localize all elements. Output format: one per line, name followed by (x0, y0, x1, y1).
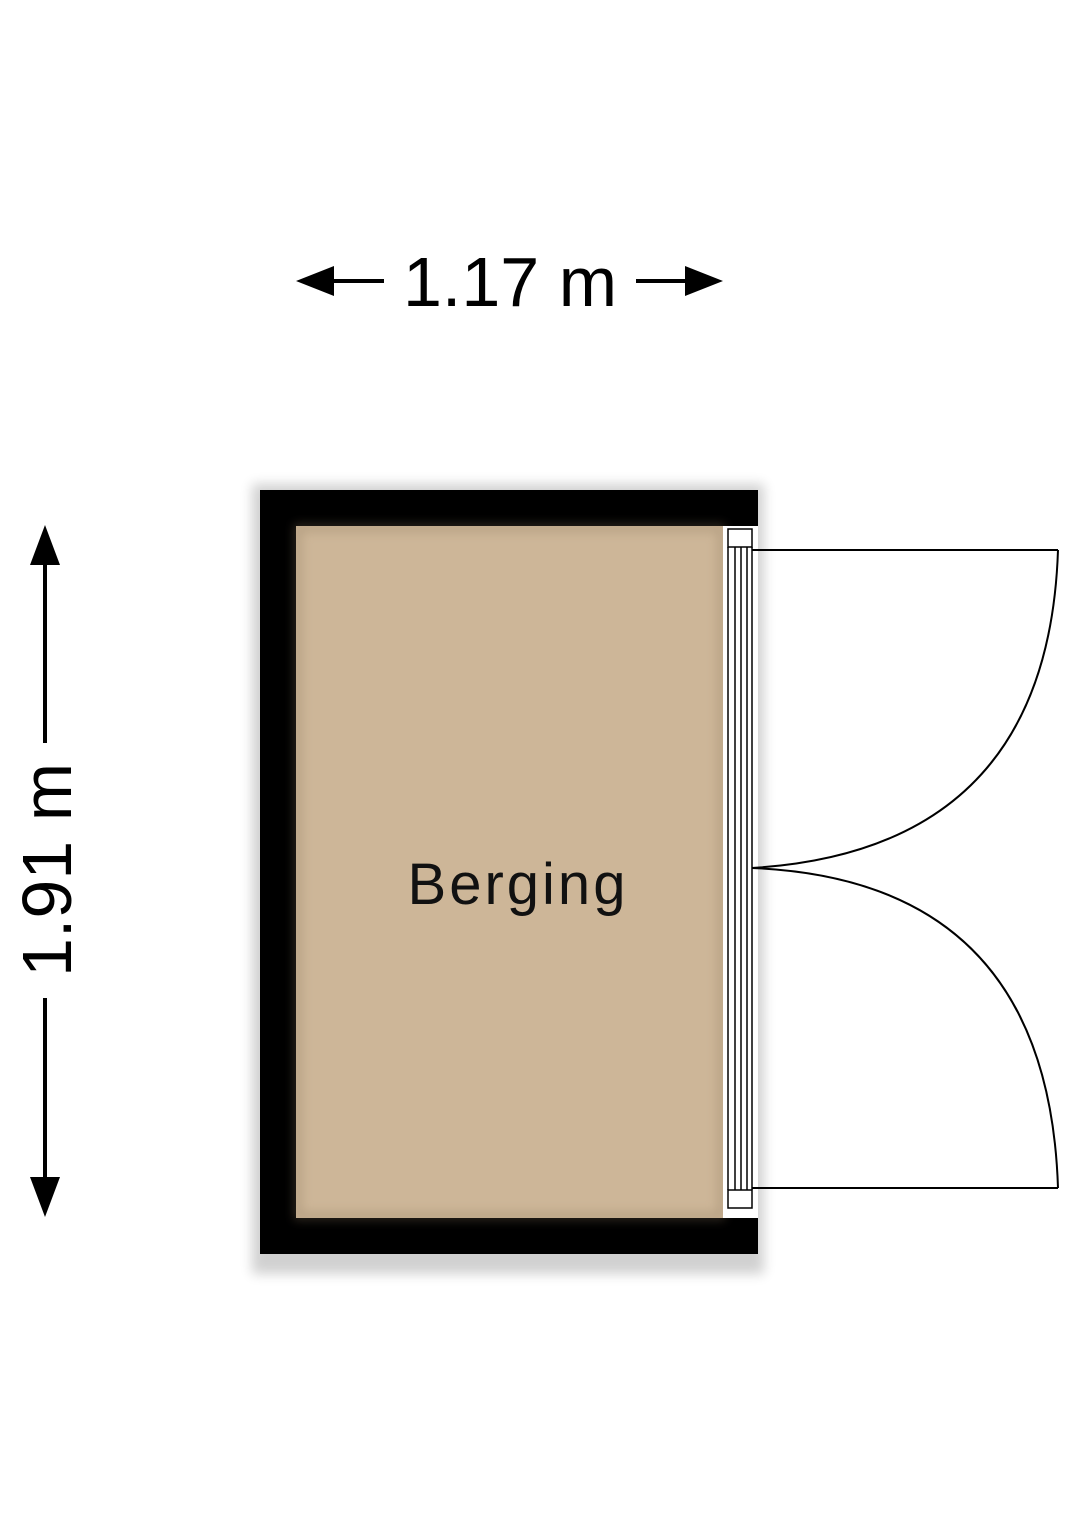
width-label: 1.17 m (403, 243, 617, 321)
height-dimension: 1.91 m (8, 525, 86, 1217)
double-door (751, 549, 1059, 1189)
arrow-up-icon (30, 525, 60, 565)
arrow-down-icon (30, 1177, 60, 1217)
floor-edge-shade (294, 524, 725, 1220)
door-jamb-bottom (727, 1189, 753, 1209)
door-jamb-top (727, 528, 753, 548)
arrow-left-icon (296, 266, 334, 296)
width-dimension: 1.17 m (296, 243, 723, 321)
height-label: 1.91 m (8, 763, 86, 977)
door-swing-arc-bottom (751, 867, 1059, 1189)
door-frame (723, 526, 758, 1218)
floor-fill (296, 526, 723, 1218)
room-floor (294, 524, 725, 1220)
arrow-right-icon (685, 266, 723, 296)
room-label: Berging (408, 852, 629, 917)
door-swing-arc-top (751, 549, 1059, 869)
